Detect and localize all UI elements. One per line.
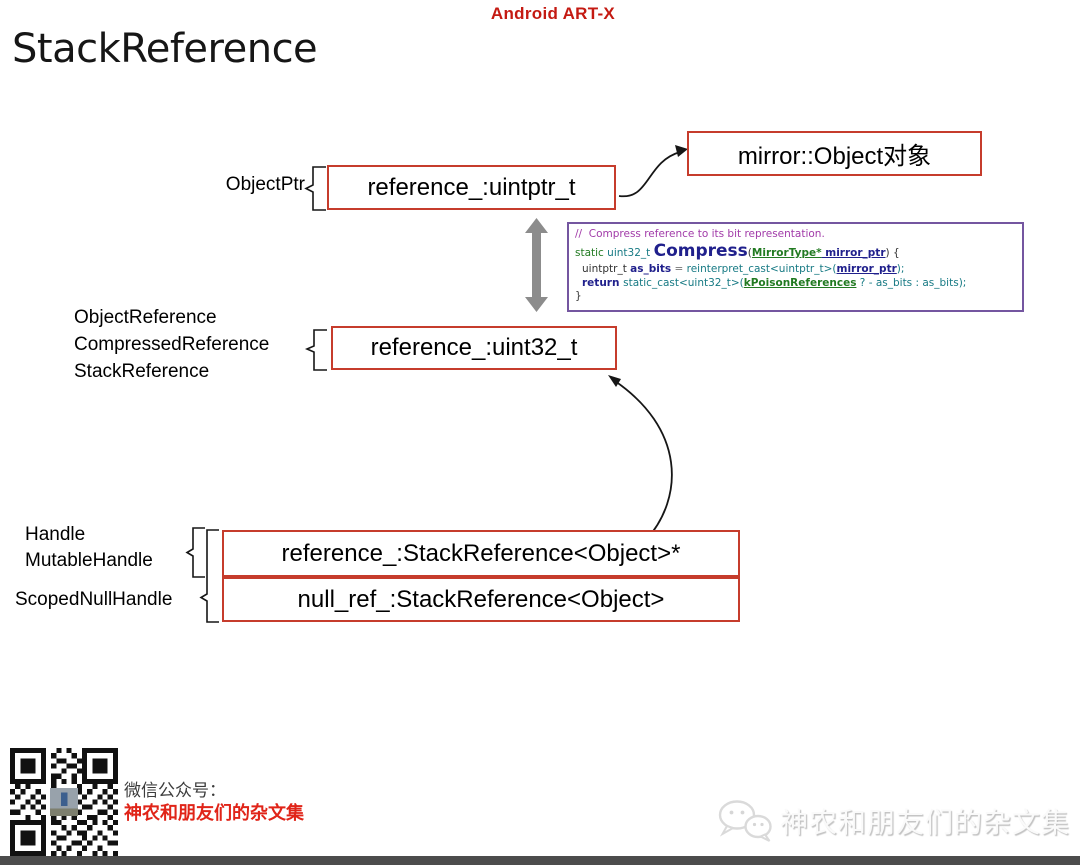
box-reference-uint32: reference_:uint32_t	[331, 326, 617, 370]
label-stackreference-line: StackReference	[74, 361, 210, 382]
qr-center-photo	[50, 788, 78, 816]
wechat-icon	[718, 800, 772, 842]
code-line-close: }	[575, 290, 582, 302]
page-badge: Android ART-X	[490, 4, 616, 23]
page-title: StackReference	[12, 26, 318, 72]
label-handle: Handle	[25, 524, 86, 545]
brace-reference-group-icon	[304, 329, 327, 371]
arrow-stackref-to-uint32-icon	[608, 375, 673, 541]
watermark-text: 神农和朋友们的杂文集	[780, 807, 1071, 838]
label-objectreference-line: ObjectReference	[74, 307, 217, 328]
code-signature: static uint32_t Compress(MirrorType* mir…	[575, 241, 900, 261]
brace-handle-group-icon	[185, 527, 205, 578]
label-objectptr: ObjectPtr	[225, 174, 305, 195]
box-reference-uintptr: reference_:uintptr_t	[327, 165, 616, 210]
code-snippet-compress: // Compress reference to its bit represe…	[567, 222, 1024, 312]
bottom-progress-bar	[0, 856, 1080, 865]
label-scopednullhandle: ScopedNullHandle	[15, 589, 173, 610]
qr-code	[10, 748, 118, 856]
watermark: 神农和朋友们的杂文集	[716, 798, 1070, 844]
brace-objectptr-icon	[304, 166, 326, 211]
brace-scopednullhandle-icon	[199, 529, 219, 623]
double-arrow-icon	[525, 218, 548, 312]
label-mutablehandle: MutableHandle	[25, 550, 153, 571]
box-nullref-stackreference: null_ref_:StackReference<Object>	[222, 577, 740, 622]
label-objectreference: ObjectReference CompressedReference Stac…	[74, 304, 269, 385]
code-line-return: return static_cast<uint32_t>(kPoisonRefe…	[582, 276, 967, 289]
box-mirror-object: mirror::Object对象	[687, 131, 982, 176]
label-compressedreference-line: CompressedReference	[74, 334, 270, 355]
code-line-asbits: uintptr_t as_bits = reinterpret_cast<uin…	[582, 263, 905, 275]
wechat-account-label: 微信公众号：	[124, 781, 226, 800]
box-reference-stackreference: reference_:StackReference<Object>*	[222, 530, 740, 577]
code-comment: // Compress reference to its bit represe…	[575, 228, 825, 240]
arrow-uintptr-to-mirror-icon	[618, 145, 688, 198]
wechat-account-name: 神农和朋友们的杂文集	[124, 803, 304, 823]
